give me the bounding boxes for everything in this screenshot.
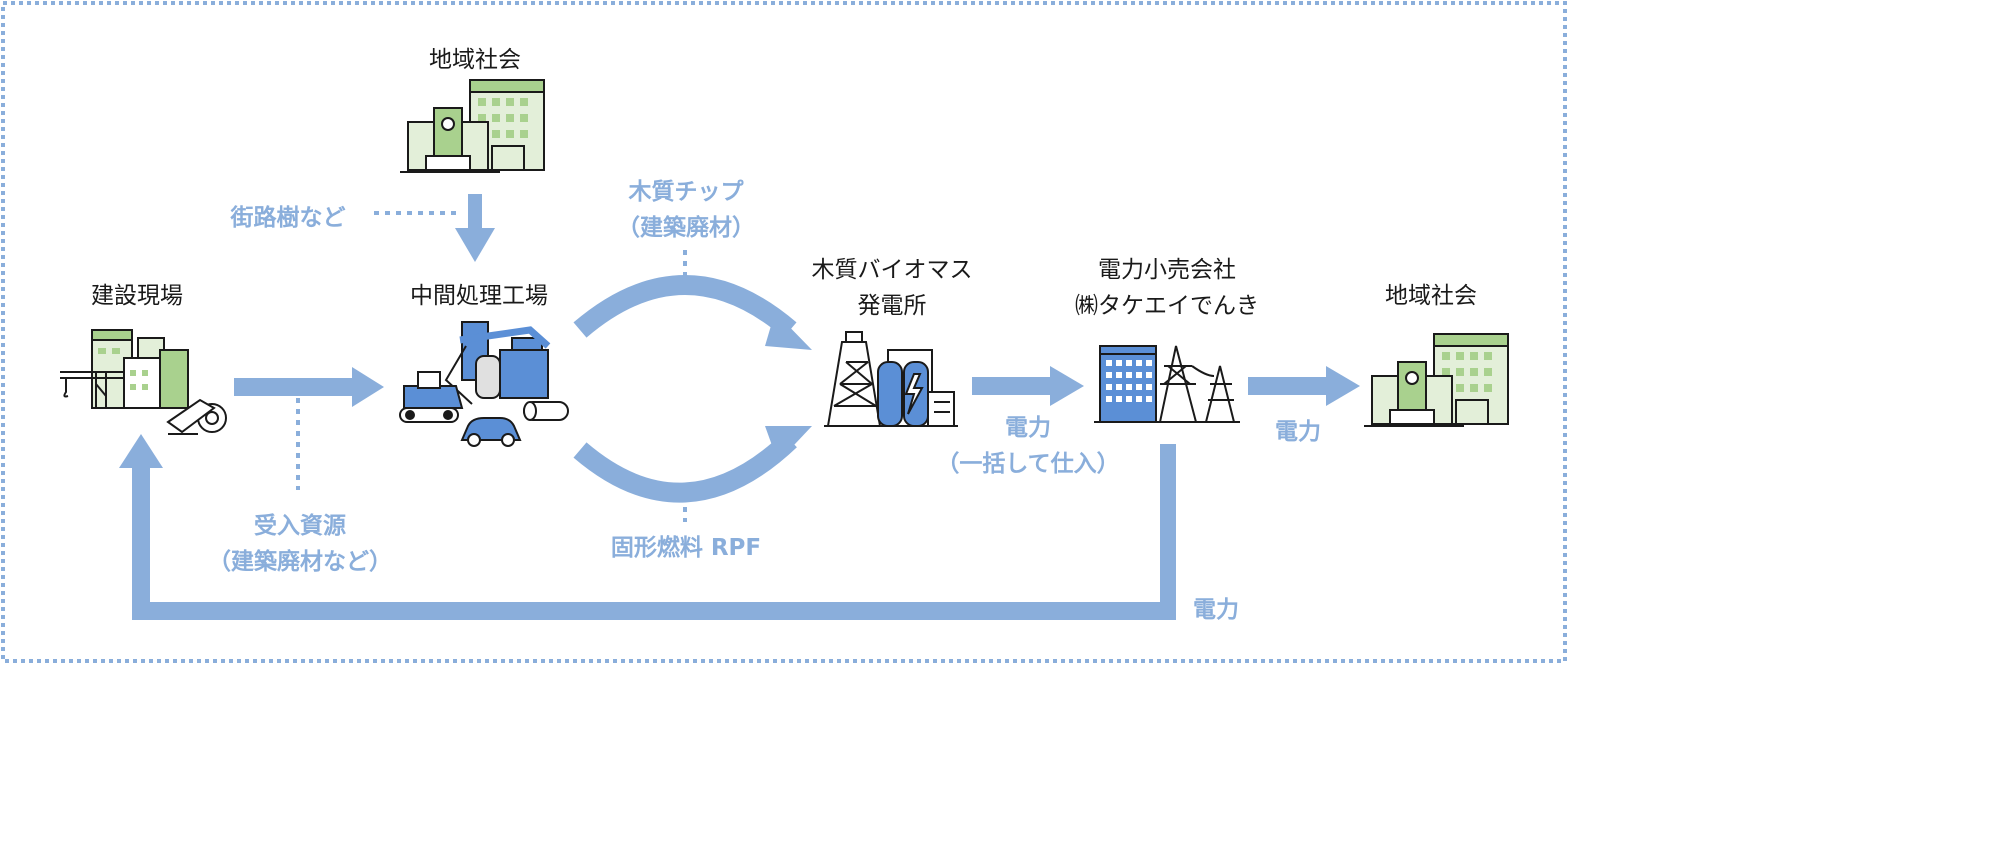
power-plant-icon: [824, 331, 958, 427]
power-return-label: 電力: [1193, 597, 1239, 623]
processing-plant-icon: [399, 321, 569, 447]
processing-plant-label: 中間処理工場: [410, 283, 548, 309]
arrow-site-to-plant: [234, 367, 384, 407]
wood-chip-label-line2: （建築廃材）: [617, 215, 755, 241]
community-right-label: 地域社会: [1385, 283, 1477, 309]
solid-fuel-label: 固形燃料 RPF: [610, 535, 762, 561]
arrow-plant-to-retailer: [972, 366, 1084, 406]
diagram-canvas: [1, 1, 1567, 663]
construction-site-icon: [60, 329, 227, 435]
arrow-retailer-to-community: [1248, 366, 1360, 406]
construction-site-label: 建設現場: [91, 283, 183, 309]
arrow-curve-wood-chip: [573, 275, 797, 338]
accepted-resources-label-line2: （建築廃材など）: [208, 549, 392, 575]
wood-chip-label: 木質チップ （建築廃材）: [596, 174, 776, 246]
wood-chip-label-line1: 木質チップ: [628, 179, 744, 205]
power-plant-label: 木質バイオマス 発電所: [792, 252, 992, 324]
power-bulk-label-line2: （一括して仕入）: [936, 451, 1120, 477]
power-bulk-label-line1: 電力: [1005, 415, 1051, 441]
dotted-border: [1, 1, 1567, 663]
arrow-trees-to-plant: [455, 194, 495, 262]
power-bulk-label: 電力 （一括して仕入）: [918, 410, 1138, 482]
power-plant-label-line1: 木質バイオマス: [811, 257, 973, 283]
community-top-icon: [400, 79, 545, 173]
retailer-label: 電力小売会社 ㈱タケエイでんき: [1062, 252, 1272, 324]
community-top-label: 地域社会: [429, 47, 521, 73]
retailer-label-line1: 電力小売会社: [1098, 257, 1236, 283]
arrow-return-power: [119, 434, 1176, 620]
power-right-label: 電力: [1275, 419, 1321, 445]
community-right-icon: [1364, 333, 1509, 427]
power-plant-label-line2: 発電所: [857, 293, 927, 319]
arrowhead-rpf: [765, 426, 812, 462]
arrowhead-wood-chip: [765, 312, 812, 350]
accepted-resources-label: 受入資源 （建築廃材など）: [200, 508, 400, 580]
retailer-icon: [1094, 345, 1240, 423]
retailer-label-line2: ㈱タケエイでんき: [1075, 293, 1259, 319]
street-trees-label: 街路樹など: [230, 205, 346, 231]
accepted-resources-label-line1: 受入資源: [254, 513, 346, 539]
arrow-curve-rpf: [573, 432, 797, 503]
